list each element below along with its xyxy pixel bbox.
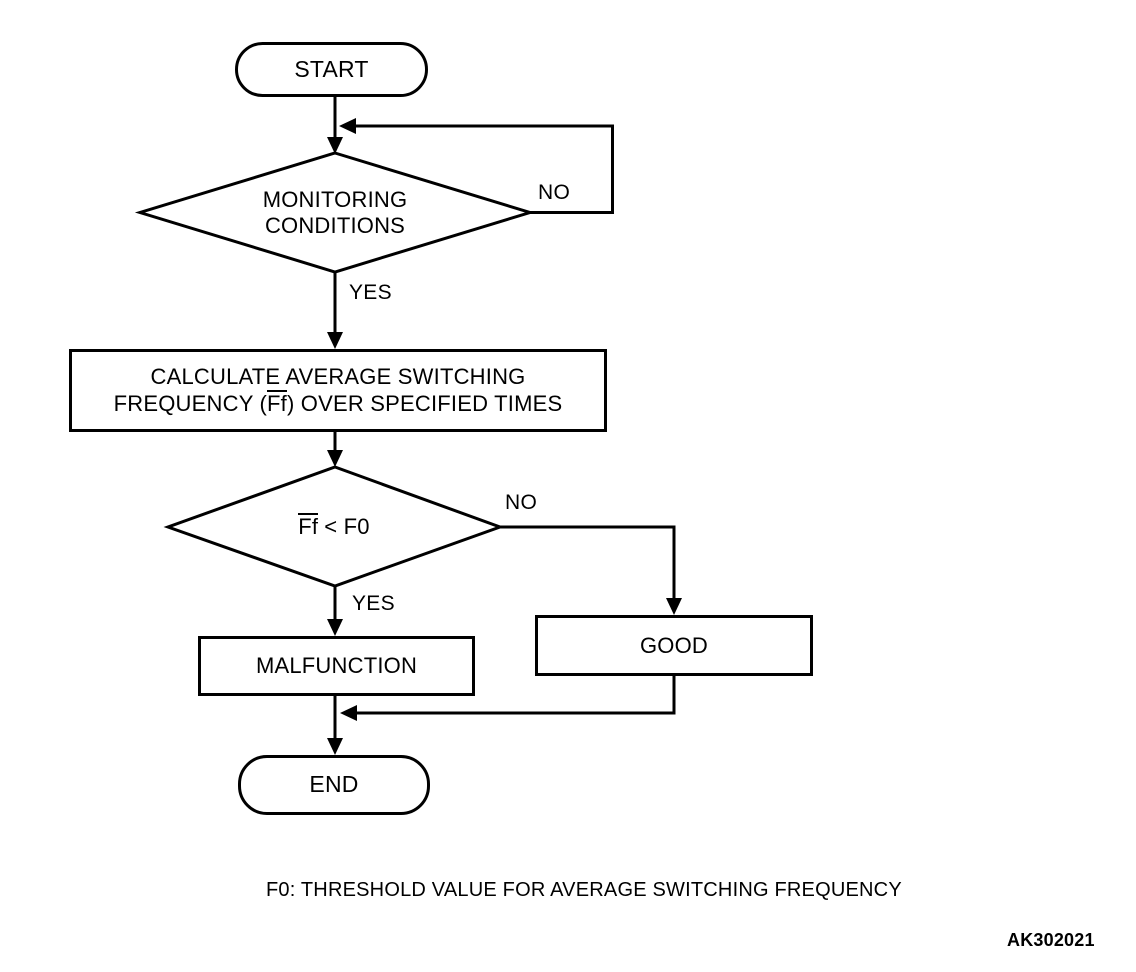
threshold-decision-diamond: [163, 465, 505, 588]
start-terminator: START: [235, 42, 428, 97]
arrowhead-into-monitoring: [327, 137, 343, 154]
arrowhead-into-calculate: [327, 332, 343, 349]
threshold-definition-note: F0: THRESHOLD VALUE FOR AVERAGE SWITCHIN…: [266, 879, 902, 901]
arrowhead-into-end: [327, 738, 343, 755]
malfunction-label: MALFUNCTION: [255, 653, 418, 679]
calculate-line2: FREQUENCY (Ff) OVER SPECIFIED TIMES: [114, 390, 563, 417]
edge-label-threshold-no: NO: [505, 491, 538, 514]
figure-code: AK302021: [1007, 930, 1095, 950]
monitoring-decision-diamond: [134, 151, 536, 274]
calculate-line2-suffix: ) OVER SPECIFIED TIMES: [286, 391, 563, 416]
good-box: GOOD: [535, 615, 813, 676]
arrowhead-into-malfunction: [327, 619, 343, 636]
edge-monitoring-no-loop: [346, 124, 614, 214]
end-label: END: [309, 771, 359, 798]
edge-label-monitoring-yes: YES: [349, 281, 392, 304]
good-label: GOOD: [639, 632, 709, 658]
malfunction-box: MALFUNCTION: [198, 636, 475, 696]
edge-label-monitoring-no: NO: [538, 181, 571, 204]
arrowhead-into-threshold: [327, 450, 343, 467]
arrowhead-into-good: [666, 598, 682, 615]
start-label: START: [294, 55, 369, 82]
edge-good-to-junction: [347, 676, 676, 715]
edge-threshold-no-to-good: [500, 525, 676, 610]
calculate-line1: CALCULATE AVERAGE SWITCHING: [150, 364, 526, 390]
ff-overline-symbol: Ff: [267, 390, 287, 416]
arrowhead-junction-left: [340, 705, 357, 721]
edge-label-threshold-yes: YES: [352, 592, 395, 615]
calculate-process-box: CALCULATE AVERAGE SWITCHING FREQUENCY (F…: [69, 349, 607, 432]
arrowhead-loop-left: [339, 118, 356, 134]
calculate-line2-prefix: FREQUENCY (: [113, 391, 268, 416]
end-terminator: END: [238, 755, 430, 815]
